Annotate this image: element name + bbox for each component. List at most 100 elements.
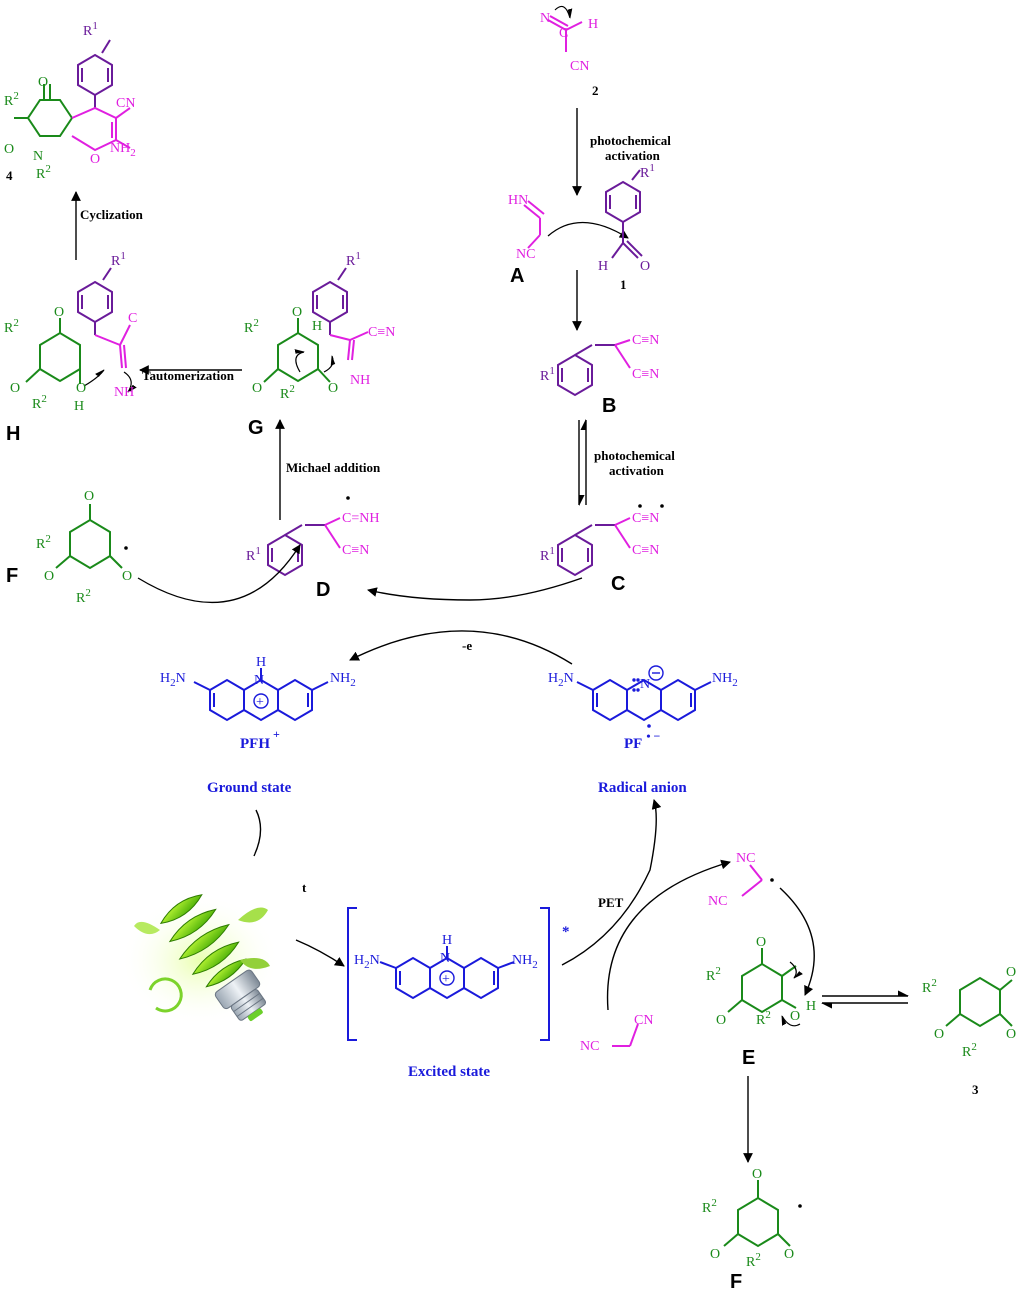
h-label-2: H <box>588 17 598 32</box>
r1-label-d: R1 <box>246 545 261 564</box>
o-label-h1: O <box>54 305 64 320</box>
o-label-3c: O <box>1006 1027 1016 1042</box>
nc-label-rad1: NC <box>736 851 755 866</box>
excited-state-label: Excited state <box>408 1064 490 1080</box>
n-label-4: N <box>33 149 43 164</box>
r1-label-g: R1 <box>346 250 361 269</box>
r2-label-f1: R2 <box>36 533 51 552</box>
r1-label-b: R1 <box>540 365 555 384</box>
r1-label-h: R1 <box>111 250 126 269</box>
r2-label-g2: R2 <box>280 383 295 402</box>
step-photochemical-2: photochemical <box>594 448 675 463</box>
svg-text:+: + <box>256 695 264 710</box>
h-label-1: H <box>598 259 608 274</box>
r2-label-e2: R2 <box>756 1009 771 1028</box>
intermediate-b-structure: R1 C≡N C≡N <box>540 333 659 397</box>
o-label-g1: O <box>292 305 302 320</box>
hn-label-a: HN <box>508 193 528 208</box>
r2-label-h1: R2 <box>4 317 19 336</box>
c-label-h: C <box>128 311 137 326</box>
cnh-label-d: C=NH <box>342 511 379 526</box>
product-4-structure: R1 R2 O O N R2 O CN NH2 <box>4 20 136 182</box>
label-h: H <box>6 423 20 445</box>
enol-e-structure: R2 O O R2 O H <box>706 935 816 1028</box>
r2-label-3b: R2 <box>962 1041 977 1060</box>
step-photochemical-1: photochemical <box>590 133 671 148</box>
radical-anion-label: Radical anion <box>598 780 687 796</box>
step-minus-e: -e <box>462 638 472 653</box>
ground-state-label: Ground state <box>207 780 292 796</box>
radical-f-bottom-structure: R2 O O O R2 <box>702 1167 802 1270</box>
label-c: C <box>611 573 625 595</box>
r2-label-h2: R2 <box>32 393 47 412</box>
label-e: E <box>742 1047 755 1069</box>
nh2-label-exc: NH2 <box>512 953 538 971</box>
o-label-h3: O <box>76 381 86 396</box>
label-f-bottom: F <box>730 1271 742 1291</box>
cn-label-b1: C≡N <box>632 333 659 348</box>
svg-text:+: + <box>442 972 450 987</box>
cn-label-2: CN <box>570 59 589 74</box>
cn-label-c2: C≡N <box>632 543 659 558</box>
nc-label-a: NC <box>516 247 535 262</box>
r2-label-f2: R2 <box>76 587 91 606</box>
o-label-fb3: O <box>784 1247 794 1262</box>
n-label-exc: N <box>440 951 450 966</box>
aldehyde-1-structure: R1 H O <box>598 162 655 274</box>
label-4: 4 <box>6 168 13 183</box>
label-d: D <box>316 579 330 601</box>
step-pet: PET <box>598 895 624 910</box>
o-label-f1: O <box>84 489 94 504</box>
step-activation-1: activation <box>605 148 661 163</box>
h-label-e: H <box>806 999 816 1014</box>
excited-state-structure: + H N H2N NH2 <box>347 907 550 1041</box>
pfh-label: PFH+ <box>240 727 280 752</box>
step-tautomerization: Tautomerization <box>142 368 235 383</box>
r2-label-3a: R2 <box>922 977 937 996</box>
pf-label: PF• − <box>624 729 661 752</box>
cn-label-4: CN <box>116 96 135 111</box>
r1-label-1: R1 <box>640 162 655 181</box>
h2n-label-pfh: H2N <box>160 671 186 689</box>
o-label-h2: O <box>10 381 20 396</box>
intermediate-a-structure: HN NC <box>508 193 545 262</box>
intermediate-g-structure: R1 R2 O H O O R2 C≡N NH <box>244 250 395 402</box>
c-label-2: C <box>559 26 568 41</box>
lightbulb-icon <box>120 894 280 1026</box>
step-t: t <box>302 880 307 895</box>
h-label-exc: H <box>442 933 452 948</box>
excited-star: * <box>562 924 570 940</box>
nh2-label-4: NH2 <box>110 141 136 159</box>
o-label-3a: O <box>1006 965 1016 980</box>
cn-label-g: C≡N <box>368 325 395 340</box>
o-label-e3: O <box>790 1009 800 1024</box>
n-label-pfh: N <box>254 673 264 688</box>
nh2-label-pf: NH2 <box>712 671 738 689</box>
label-a: A <box>510 265 524 287</box>
o-label-fb2: O <box>710 1247 720 1262</box>
compound-3-structure: R2 O O O R2 <box>922 965 1016 1060</box>
nc-label-rad2: NC <box>708 894 727 909</box>
n-label-2: N <box>540 11 550 26</box>
pf-radical-anion-structure: N H2N NH2 <box>548 665 738 728</box>
o-label-4a: O <box>4 142 14 157</box>
compound-2-structure: N C H CN <box>540 5 598 74</box>
step-cyclization: Cyclization <box>80 207 144 222</box>
cn-label-d: C≡N <box>342 543 369 558</box>
h2n-label-pf: H2N <box>548 671 574 689</box>
h2n-label-exc: H2N <box>354 953 380 971</box>
label-g: G <box>248 417 264 439</box>
o-label-e2: O <box>716 1013 726 1028</box>
radical-f-structure: R2 O O O R2 <box>36 489 132 606</box>
r2-label-g1: R2 <box>244 317 259 336</box>
o-label-g2: O <box>252 381 262 396</box>
o-label-g3: O <box>328 381 338 396</box>
o-label-f2: O <box>44 569 54 584</box>
r2-label-fb1: R2 <box>702 1197 717 1216</box>
r1-label-c: R1 <box>540 545 555 564</box>
r2-label-fb2: R2 <box>746 1251 761 1270</box>
malononitrile-molecule: NC CN <box>580 1013 653 1054</box>
o-label-4c: O <box>90 152 100 167</box>
